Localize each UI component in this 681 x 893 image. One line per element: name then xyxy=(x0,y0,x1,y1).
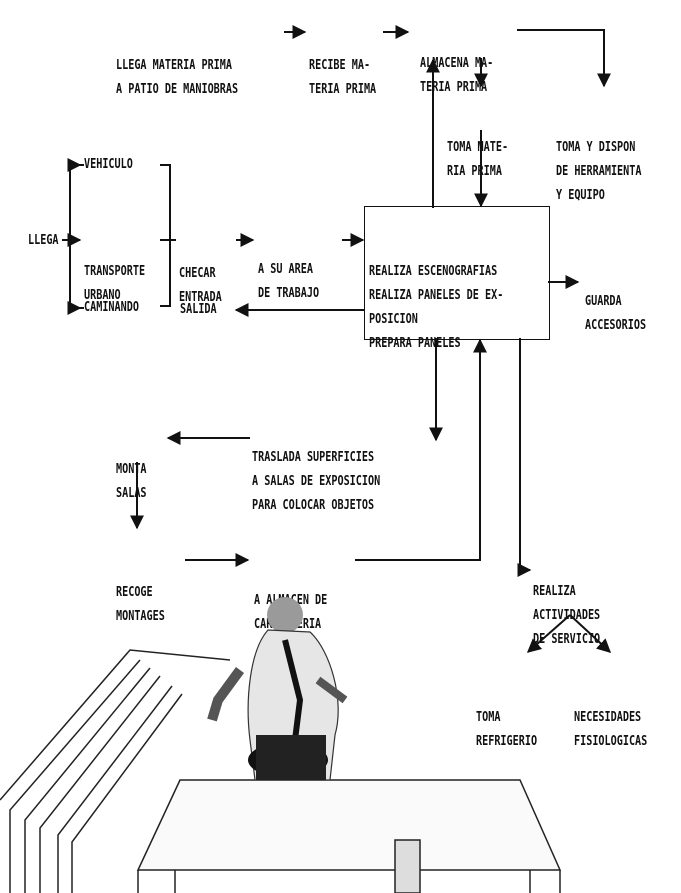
label-llega: LLEGA xyxy=(28,233,59,248)
arrow-almacen-to-central xyxy=(355,338,487,561)
worker-figure xyxy=(207,597,348,781)
panel-stack xyxy=(0,649,231,893)
label-toma-materia: TOMA MATE-RIA PRIMA xyxy=(447,140,509,179)
arrow-central-to-servicio xyxy=(517,338,532,577)
label-almacena: ALMACENA MA-TERIA PRIMA xyxy=(420,56,494,95)
arrow-servicio-to-necesidades xyxy=(569,614,612,653)
arrow-servicio-to-toma xyxy=(526,614,571,653)
label-caminando: CAMINANDO xyxy=(84,300,139,315)
central-activity-box xyxy=(364,206,550,340)
bracket-right xyxy=(160,164,171,307)
label-salida: SALIDA xyxy=(180,302,217,317)
label-recibe: RECIBE MA-TERIA PRIMA xyxy=(309,58,377,97)
label-vehiculo: VEHICULO xyxy=(84,157,133,172)
arrow-almacena-to-herramienta xyxy=(517,29,611,88)
workbench-table xyxy=(136,779,562,871)
